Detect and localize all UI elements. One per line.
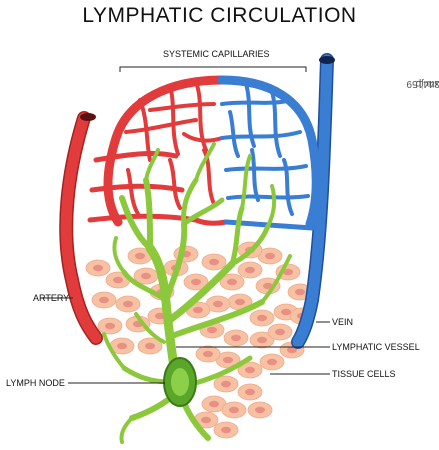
- vein-label: VEIN: [332, 317, 354, 327]
- cell-nucleus: [231, 334, 241, 342]
- watermark-credit: pixta.jp - 105344159: [406, 18, 439, 150]
- cell-nucleus: [207, 326, 217, 334]
- cell-nucleus: [229, 406, 239, 414]
- cell-nucleus: [113, 276, 123, 284]
- cell-nucleus: [191, 278, 201, 286]
- vein-vessel: [292, 54, 333, 348]
- cell-nucleus: [281, 308, 291, 316]
- cell-nucleus: [255, 406, 265, 414]
- artery-vessel: [60, 112, 102, 344]
- cell-nucleus: [275, 328, 285, 336]
- lymphatic-vessels: [102, 142, 292, 444]
- cell-nucleus: [245, 366, 255, 374]
- cell-nucleus: [295, 288, 305, 296]
- tissue-cells-group: [85, 241, 315, 439]
- artery-opening: [80, 113, 96, 121]
- vein-opening: [319, 56, 335, 64]
- cell-nucleus: [283, 268, 293, 276]
- cell-nucleus: [245, 388, 255, 396]
- cell-nucleus: [267, 358, 277, 366]
- cell-nucleus: [209, 258, 219, 266]
- lymph-node-label: LYMPH NODE: [6, 378, 65, 388]
- lymph-node-core: [171, 368, 189, 396]
- cell-nucleus: [201, 416, 211, 424]
- cell-nucleus: [223, 356, 233, 364]
- cell-nucleus: [287, 346, 297, 354]
- cell-nucleus: [141, 272, 151, 280]
- cell-nucleus: [221, 380, 231, 388]
- lymphatic-vessel-label: LYMPHATIC VESSEL: [332, 342, 420, 352]
- systemic-capillaries-label: SYSTEMIC CAPILLARIES: [163, 49, 270, 59]
- cell-nucleus: [193, 306, 203, 314]
- cell-nucleus: [117, 342, 127, 350]
- cell-nucleus: [155, 312, 165, 320]
- cell-nucleus: [245, 266, 255, 274]
- cell-nucleus: [221, 426, 231, 434]
- cell-nucleus: [235, 298, 245, 306]
- cell-nucleus: [203, 350, 213, 358]
- cell-nucleus: [105, 322, 115, 330]
- cell-nucleus: [265, 252, 275, 260]
- cell-nucleus: [227, 278, 237, 286]
- cell-nucleus: [209, 400, 219, 408]
- cell-nucleus: [135, 252, 145, 260]
- capillaries-bracket: [119, 66, 307, 72]
- diagram-title: LYMPHATIC CIRCULATION: [82, 4, 357, 27]
- arterial-capillaries: [87, 75, 229, 227]
- cell-nucleus: [99, 296, 109, 304]
- cell-nucleus: [257, 314, 267, 322]
- stock-id: 105344159: [405, 78, 439, 90]
- tissue-cells-label: TISSUE CELLS: [332, 369, 396, 379]
- cell-nucleus: [93, 264, 103, 272]
- cell-nucleus: [213, 300, 223, 308]
- artery-label: ARTERY: [33, 293, 70, 303]
- cell-nucleus: [145, 342, 155, 350]
- venous-capillaries: [217, 75, 321, 231]
- cell-nucleus: [257, 336, 267, 344]
- cell-nucleus: [123, 300, 133, 308]
